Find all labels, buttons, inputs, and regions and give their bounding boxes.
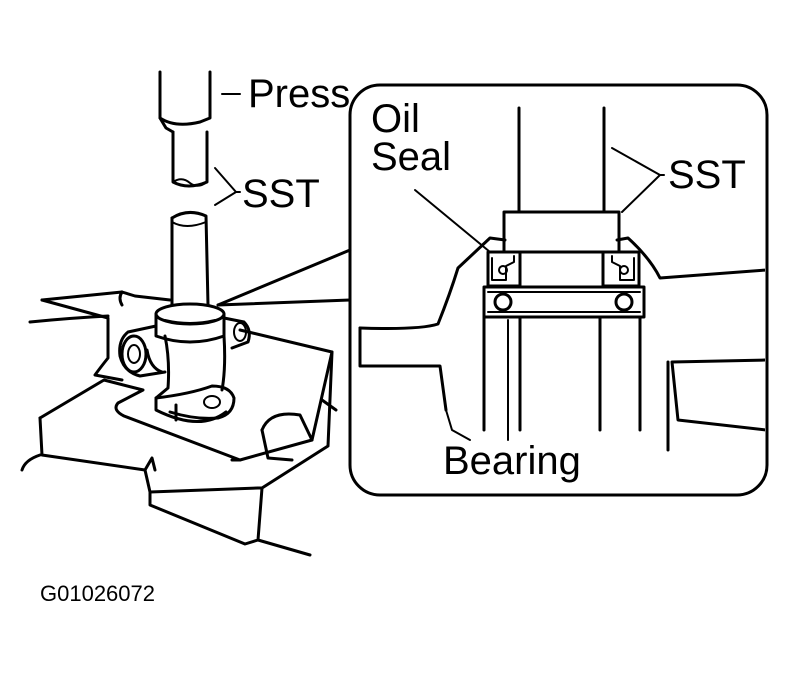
bearing-icon <box>482 285 646 319</box>
seal-label: Seal <box>371 135 451 179</box>
oil-seal-icon <box>601 250 641 288</box>
lower-sst-icon <box>170 211 210 307</box>
detail-callout <box>216 83 769 497</box>
oil-label: Oil <box>371 97 420 141</box>
bearing-label: Bearing <box>443 439 581 483</box>
sst-block-icon <box>502 210 621 254</box>
detail-cross-section <box>358 106 765 452</box>
pump-body-icon <box>118 302 251 423</box>
detail-frame <box>348 83 769 497</box>
figure-code: G01026072 <box>40 581 155 606</box>
sst-label-left: SST <box>242 172 320 216</box>
press-label: Press <box>248 72 350 116</box>
sst-label-right: SST <box>668 153 746 197</box>
oil-seal-icon <box>486 250 522 288</box>
press-ram-icon <box>158 70 212 134</box>
leader-lines <box>214 93 665 441</box>
upper-sst-icon <box>171 130 209 188</box>
vise-jaws-icon <box>20 290 338 557</box>
